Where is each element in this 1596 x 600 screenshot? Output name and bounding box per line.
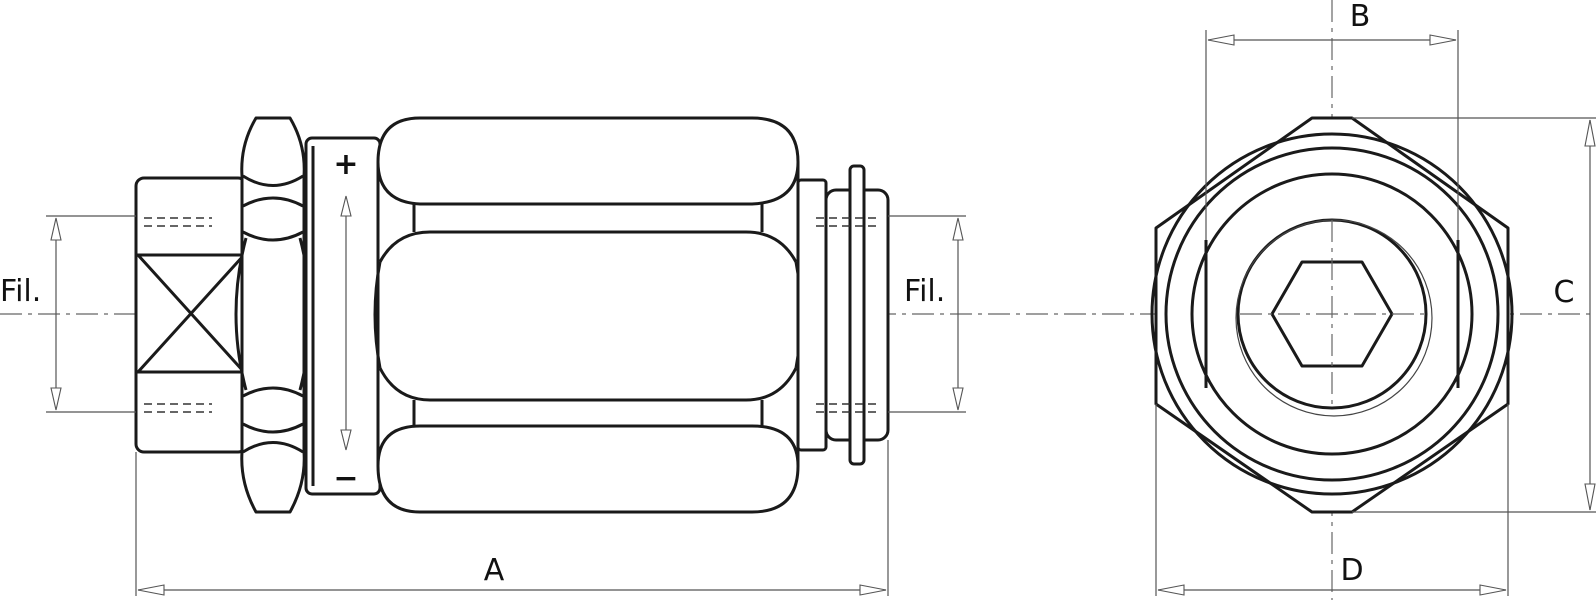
hex-lock-nut (234, 116, 312, 514)
nut-outline (240, 116, 306, 514)
body-outline (376, 116, 800, 514)
second-ring (1164, 146, 1500, 482)
dimension-fil-right: Fil. (888, 215, 966, 413)
outer-ring (1150, 132, 1514, 496)
dim-label-b: B (1350, 0, 1371, 34)
dim-label-c: C (1554, 275, 1575, 310)
dim-label-a: A (484, 553, 505, 588)
dimension-c: C (1352, 117, 1596, 513)
right-shoulder (796, 178, 828, 452)
minus-symbol: − (333, 461, 358, 496)
dimension-b: B (1205, 0, 1459, 240)
left-threaded-end (134, 176, 248, 454)
right-threaded-end (796, 164, 890, 466)
bore-chamfer (1235, 219, 1433, 417)
side-view: + − (0, 116, 1596, 596)
main-hex-body (373, 116, 803, 514)
sealing-washer (848, 164, 866, 466)
adjustment-collar: + − (304, 136, 382, 496)
dimension-a: A (135, 440, 889, 596)
fil-label-left: Fil. (0, 274, 41, 309)
spigot-ring (1190, 172, 1474, 456)
fil-label-right: Fil. (904, 274, 945, 309)
dim-label-d: D (1340, 553, 1363, 588)
plus-symbol: + (333, 147, 358, 182)
end-view: B C D (1150, 0, 1596, 600)
dimension-fil-left: Fil. (0, 215, 136, 413)
collar-body (304, 136, 382, 496)
dimension-d: D (1155, 404, 1509, 596)
